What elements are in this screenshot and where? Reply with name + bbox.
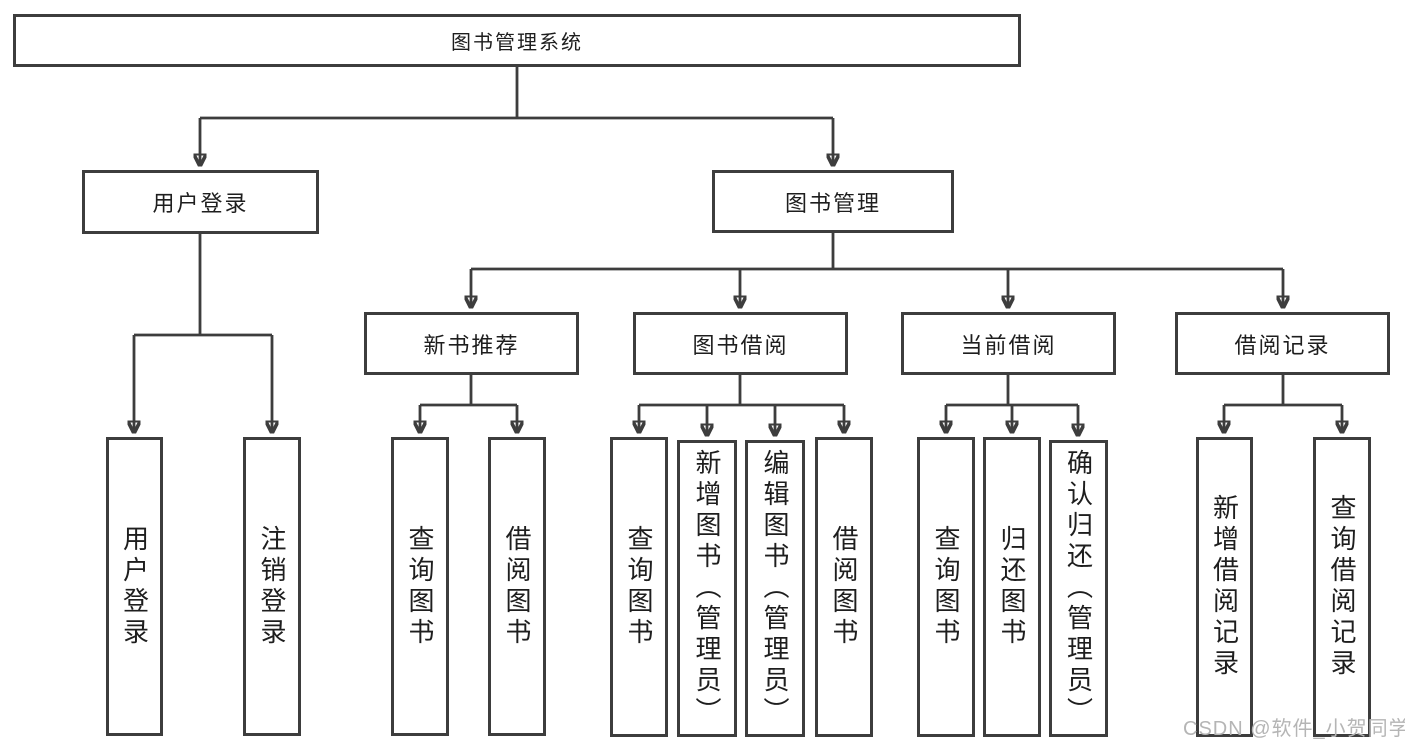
node-user-login: 用户登录 xyxy=(82,170,319,234)
node-book-management: 图书管理 xyxy=(712,170,954,233)
node-new-book-recommend: 新书推荐 xyxy=(364,312,579,375)
node-bb-edit-books-admin: 编辑图书（管理员） xyxy=(745,440,805,737)
node-nbr-borrow-books: 借阅图书 xyxy=(488,437,546,736)
csdn-watermark: CSDN @软件_小贺同学 xyxy=(1183,718,1405,740)
node-br-add-record: 新增借阅记录 xyxy=(1196,437,1253,737)
node-bb-add-books-admin: 新增图书（管理员） xyxy=(677,440,737,737)
node-user-login-action: 用户登录 xyxy=(106,437,163,736)
node-br-query-record: 查询借阅记录 xyxy=(1313,437,1371,737)
node-borrowing-records: 借阅记录 xyxy=(1175,312,1390,375)
node-bb-borrow-books: 借阅图书 xyxy=(815,437,873,737)
node-cb-query-books: 查询图书 xyxy=(917,437,975,737)
node-cb-return-books: 归还图书 xyxy=(983,437,1041,737)
node-bb-query-books: 查询图书 xyxy=(610,437,668,737)
node-book-borrowing: 图书借阅 xyxy=(633,312,848,375)
node-logout-action: 注销登录 xyxy=(243,437,301,736)
node-cb-confirm-return-admin: 确认归还（管理员） xyxy=(1049,440,1108,737)
node-nbr-query-books: 查询图书 xyxy=(391,437,449,736)
node-library-system: 图书管理系统 xyxy=(13,14,1021,67)
node-current-borrowing: 当前借阅 xyxy=(901,312,1116,375)
